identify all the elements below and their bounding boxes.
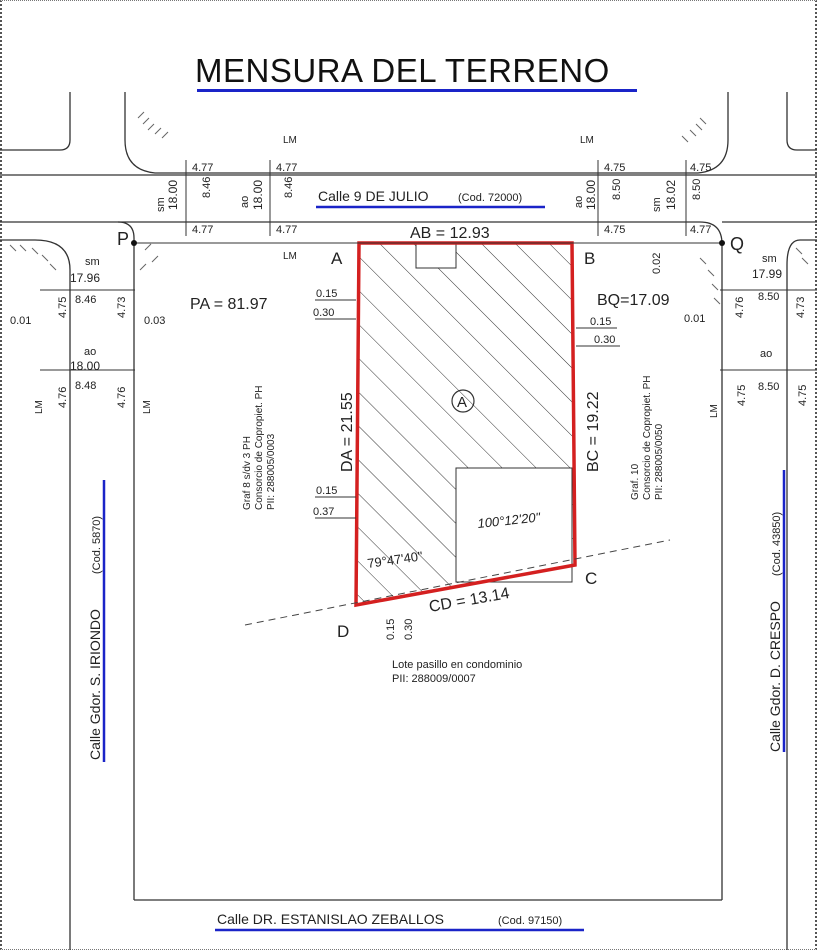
south-street-code: (Cod. 97150) <box>498 915 562 927</box>
lm-north-left: LM <box>283 135 297 146</box>
dim-17-99: 17.99 <box>752 267 782 281</box>
dim-8-46-w: 8.46 <box>75 294 96 306</box>
dim-17-96: 17.96 <box>70 271 100 285</box>
sm-nw: sm <box>155 197 167 212</box>
bearing-line <box>244 539 671 626</box>
point-q-marker <box>719 240 725 246</box>
sm-ne: sm <box>651 197 663 212</box>
dim-4-76-e: 4.76 <box>734 297 746 318</box>
dim-4-77-c: 4.77 <box>192 224 213 236</box>
offset-0-37: 0.37 <box>313 506 334 518</box>
measure-bq: BQ=17.09 <box>597 292 670 309</box>
neighbor-west-line3: PII: 288005/0003 <box>266 433 277 510</box>
dim-8-50-e2: 8.50 <box>758 381 779 393</box>
label-b: B <box>584 249 595 268</box>
west-street-code: (Cod. 5870) <box>91 516 103 574</box>
dim-4-75-w: 4.75 <box>57 297 69 318</box>
small-structure <box>415 243 457 269</box>
dim-8-50-e1: 8.50 <box>758 291 779 303</box>
offset-0-30-d: 0.30 <box>403 619 415 640</box>
dim-0-03-w: 0.03 <box>144 315 165 327</box>
dim-0-01-w: 0.01 <box>10 315 31 327</box>
dim-4-73-w: 4.73 <box>116 297 128 318</box>
lm-west-right: LM <box>142 400 153 414</box>
neighbor-east-line3: PII: 288005/0050 <box>654 423 665 500</box>
lm-east: LM <box>709 404 720 418</box>
east-street-code: (Cod. 43850) <box>771 512 783 576</box>
dim-4-77-e: 4.77 <box>690 224 711 236</box>
dim-8-46-b: 8.46 <box>283 177 295 198</box>
east-street-name: Calle Gdor. D. CRESPO <box>767 601 783 752</box>
dim-18-02: 18.02 <box>664 180 678 210</box>
dim-18-00-w: 18.00 <box>70 359 100 373</box>
north-street-code: (Cod. 72000) <box>458 192 522 204</box>
dim-8-48-w: 8.48 <box>75 380 96 392</box>
dim-18-00-b: 18.00 <box>251 180 265 210</box>
offset-0-15-c: 0.15 <box>316 485 337 497</box>
neighbor-west-line1: Graf 8 s/dv 3 PH <box>242 436 253 510</box>
label-p: P <box>117 229 129 249</box>
ao-west: ao <box>84 346 96 358</box>
neighbor-east-line2: Consorcio de Copropiet. PH <box>642 375 653 500</box>
dim-4-77-d: 4.77 <box>276 224 297 236</box>
ao-n1: ao <box>239 196 251 208</box>
neighbor-south-line2: PII: 288009/0007 <box>392 673 476 685</box>
page-title: MENSURA DEL TERRENO <box>195 52 610 89</box>
west-street-name: Calle Gdor. S. IRIONDO <box>87 609 103 760</box>
offset-0-15-b: 0.15 <box>590 316 611 328</box>
label-d: D <box>337 622 349 641</box>
measure-pa: PA = 81.97 <box>190 296 268 313</box>
lm-block: LM <box>283 251 297 262</box>
dim-18-00-a: 18.00 <box>166 180 180 210</box>
dim-4-75-e: 4.75 <box>736 385 748 406</box>
label-q: Q <box>730 234 744 254</box>
dim-8-50-b: 8.50 <box>691 179 703 200</box>
lm-north-right: LM <box>580 135 594 146</box>
offset-0-15-a: 0.15 <box>316 288 337 300</box>
dim-18-00-c: 18.00 <box>584 180 598 210</box>
dim-4-73-e: 4.73 <box>795 297 807 318</box>
sm-east: sm <box>762 253 777 265</box>
sm-west: sm <box>85 256 100 268</box>
measure-bc: BC = 19.22 <box>585 391 602 472</box>
dim-8-46-a: 8.46 <box>201 177 213 198</box>
neighbor-south-line1: Lote pasillo en condominio <box>392 659 522 671</box>
ao-n2: ao <box>573 196 585 208</box>
dim-4-75-e2: 4.75 <box>797 385 809 406</box>
parcel-id: A <box>457 394 467 411</box>
corner-hatching <box>9 111 809 305</box>
dim-4-75-c: 4.75 <box>604 224 625 236</box>
neighbor-west-line2: Consorcio de Copropiet. PH <box>254 385 265 510</box>
dim-4-77-a: 4.77 <box>192 162 213 174</box>
dim-4-77-b: 4.77 <box>276 162 297 174</box>
offset-0-30-b: 0.30 <box>594 334 615 346</box>
parcel-id-circle <box>451 389 475 413</box>
dimension-ticks <box>40 160 817 519</box>
south-street-name: Calle DR. ESTANISLAO ZEBALLOS <box>217 911 444 927</box>
point-p-marker <box>131 240 137 246</box>
ao-east: ao <box>760 348 772 360</box>
dim-0-02-e: 0.02 <box>651 253 663 274</box>
dim-4-75-a: 4.75 <box>604 162 625 174</box>
offset-0-30-a: 0.30 <box>313 307 334 319</box>
north-street-name: Calle 9 DE JULIO <box>318 188 429 204</box>
measure-da: DA = 21.55 <box>339 392 356 472</box>
label-c: C <box>585 569 597 588</box>
title-underline <box>197 89 637 92</box>
street-lines <box>0 92 817 950</box>
dim-0-01-e: 0.01 <box>684 313 705 325</box>
dim-4-75-b: 4.75 <box>690 162 711 174</box>
label-a: A <box>331 249 343 268</box>
dim-4-76-w2: 4.76 <box>116 387 128 408</box>
dim-8-50-a: 8.50 <box>611 179 623 200</box>
lm-west-left: LM <box>34 400 45 414</box>
dim-4-76-w1: 4.76 <box>57 387 69 408</box>
angle-c: 100°12'20" <box>477 509 543 531</box>
measure-ab: AB = 12.93 <box>410 225 490 242</box>
offset-0-15-d: 0.15 <box>385 619 397 640</box>
neighbor-east-line1: Graf. 10 <box>630 463 641 500</box>
